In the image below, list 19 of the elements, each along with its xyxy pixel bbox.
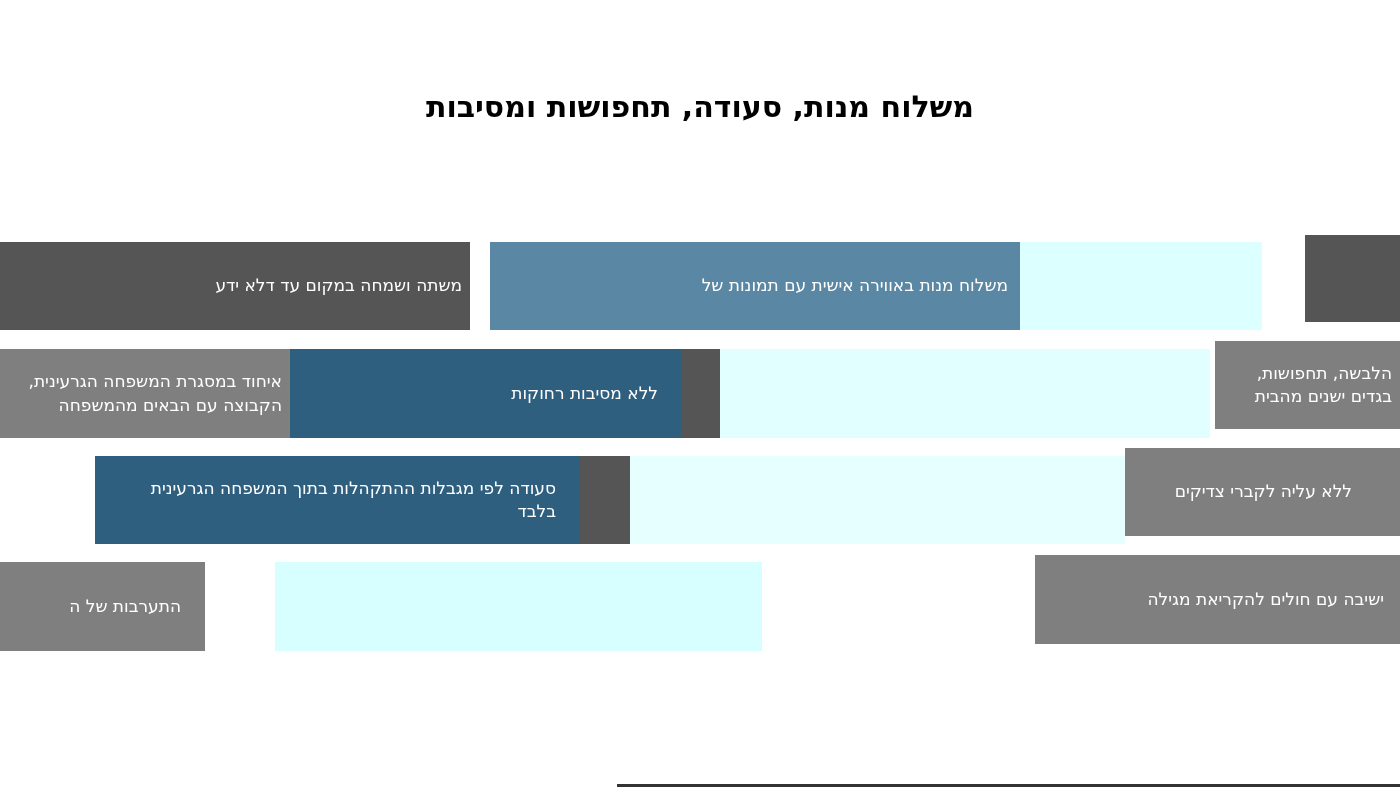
text-band xyxy=(0,242,470,330)
text-band xyxy=(95,456,580,544)
text-band xyxy=(1215,341,1400,429)
band-text: התערבות של ה xyxy=(69,594,181,618)
band-text: משתה ושמחה במקום עד דלא ידע xyxy=(215,274,462,298)
band-text: סעודה לפי מגבלות ההתקהלות בתוך המשפחה הגרעינית בלבד xyxy=(149,476,556,523)
band-text: ישיבה עם חולים להקריאת מגילה xyxy=(1147,587,1384,611)
band-text: איחוד במסגרת המשפחה הגרעינית, הקבוצה עם הבאים מהמשפחה xyxy=(27,370,282,417)
text-band xyxy=(290,349,682,438)
title: משלוח מנות, סעודה, תחפושות ומסיבות xyxy=(424,88,976,126)
text-band xyxy=(1035,555,1400,644)
text-band xyxy=(0,349,290,438)
band-text: ללא מסיבות רחוקות xyxy=(511,381,658,405)
band-text: ללא עליה לקברי צדיקים xyxy=(1174,480,1352,504)
text-band xyxy=(1125,448,1400,536)
band-text: הלבשה, תחפושות, בגדים ישנים מהבית xyxy=(1253,361,1392,408)
band-text: משלוח מנות באווירה אישית עם תמונות של xyxy=(701,274,1008,298)
text-band xyxy=(490,242,1020,330)
text-band xyxy=(0,562,205,651)
